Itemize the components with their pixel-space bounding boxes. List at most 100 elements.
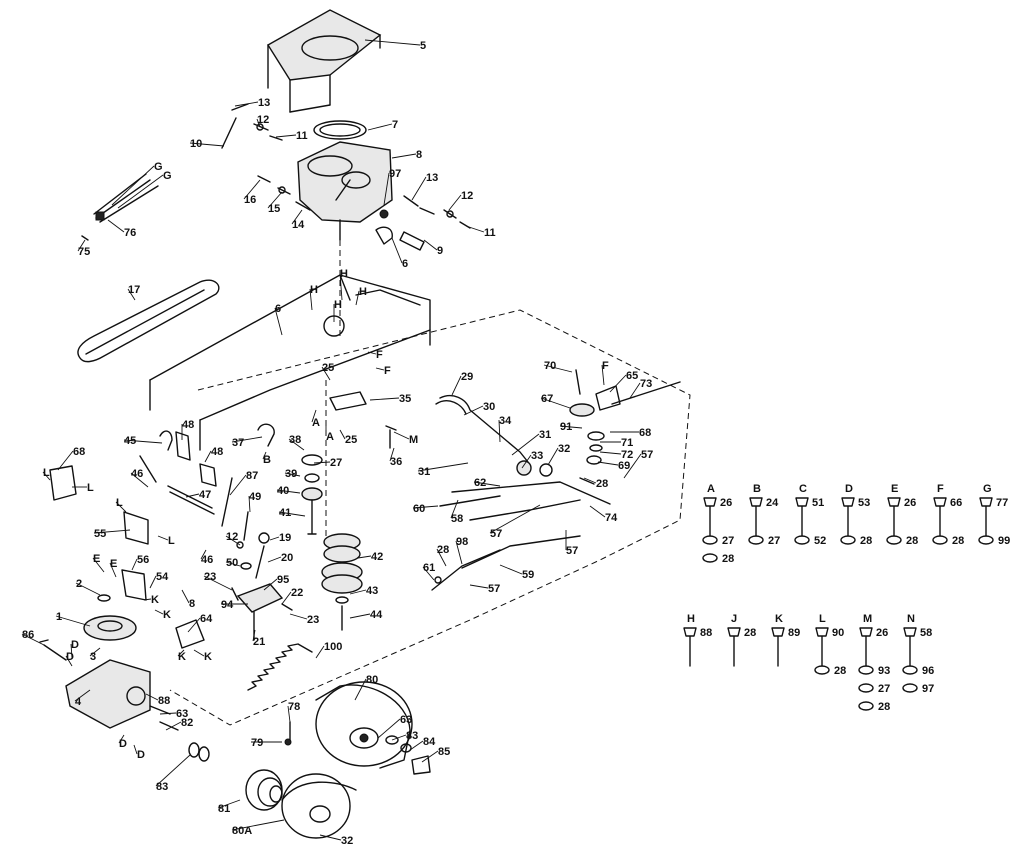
callout-1: 1 xyxy=(55,611,91,627)
hardware-letter: J xyxy=(731,613,737,625)
callout-8: 8 xyxy=(181,589,195,610)
leader-line xyxy=(367,351,377,355)
hardware-part-number: 27 xyxy=(768,535,780,547)
callout-number: 76 xyxy=(124,227,136,239)
bolt-icon xyxy=(841,497,855,537)
callout-83: 83 xyxy=(155,754,191,793)
hardware-letter: L xyxy=(819,613,826,625)
callout-number: 29 xyxy=(461,371,473,383)
callout-number: 74 xyxy=(605,512,618,524)
hardware-part-number: 28 xyxy=(860,535,872,547)
washer-icon xyxy=(702,553,718,563)
hardware-letter: M xyxy=(863,613,872,625)
callout-21: 21 xyxy=(252,629,265,648)
leader-line xyxy=(393,431,410,440)
throttle-linkage-left xyxy=(221,103,311,211)
callout-number: 12 xyxy=(257,114,269,126)
callout-number: K xyxy=(178,651,186,663)
callout-67: 67 xyxy=(540,393,571,409)
leader-line xyxy=(391,237,403,264)
callout-48: 48 xyxy=(181,419,194,440)
callout-45: 45 xyxy=(123,435,163,447)
callout-number: H xyxy=(340,268,348,280)
callout-number: 85 xyxy=(438,746,450,758)
leader-line xyxy=(287,705,291,723)
callout-number: 31 xyxy=(418,466,430,478)
callout-54: 54 xyxy=(149,571,169,589)
rear-wheel xyxy=(315,681,413,769)
washer-icon xyxy=(886,535,902,545)
leader-line xyxy=(423,239,438,251)
bolt-icon xyxy=(933,497,947,537)
arm-35 xyxy=(329,391,367,411)
callout-number: L xyxy=(43,467,50,479)
callout-46: 46 xyxy=(130,468,149,488)
leader-line xyxy=(411,176,427,201)
callout-13: 13 xyxy=(234,97,270,109)
callout-G: G xyxy=(117,170,172,209)
callout-47: 47 xyxy=(185,489,211,501)
leader-line xyxy=(75,582,101,596)
callout-72: 72 xyxy=(599,449,633,461)
callout-number: 57 xyxy=(490,528,502,540)
wheel-hardware-right xyxy=(385,735,431,775)
leader-line xyxy=(465,225,485,233)
leader-line xyxy=(185,493,200,498)
callout-E: E xyxy=(109,558,117,578)
washer-icon xyxy=(902,665,918,675)
leader-line xyxy=(181,589,190,604)
leader-line xyxy=(93,529,131,534)
callout-number: 100 xyxy=(324,641,342,653)
callout-100: 100 xyxy=(315,641,342,659)
hardware-part-number: 99 xyxy=(998,535,1010,547)
bolt-78-79 xyxy=(284,721,292,746)
callout-number: G xyxy=(163,170,172,182)
callout-34: 34 xyxy=(498,415,512,443)
callout-number: H xyxy=(334,299,342,311)
leader-line xyxy=(315,645,325,659)
callout-20: 20 xyxy=(267,552,293,564)
leader-line xyxy=(597,461,619,466)
leader-line xyxy=(499,564,523,575)
leader-line xyxy=(159,712,177,715)
callout-number: 3 xyxy=(90,651,96,663)
callout-number: 48 xyxy=(182,419,194,431)
leader-line xyxy=(267,556,282,563)
callout-12: 12 xyxy=(256,114,269,128)
callout-number: 95 xyxy=(277,574,289,586)
leader-line xyxy=(145,693,159,701)
transmission xyxy=(39,594,205,731)
leader-line xyxy=(118,734,125,744)
leader-line xyxy=(540,397,571,409)
leader-line xyxy=(321,366,331,381)
callout-number: 8 xyxy=(416,149,422,161)
hardware-letter: C xyxy=(799,483,807,495)
leader-line xyxy=(111,165,155,206)
callout-number: 47 xyxy=(199,489,211,501)
callout-number: 5 xyxy=(420,40,426,52)
callout-6: 6 xyxy=(274,303,283,336)
callout-81: 81 xyxy=(217,799,241,815)
leader-line xyxy=(309,288,313,311)
callout-10: 10 xyxy=(189,138,225,150)
callout-number: 97 xyxy=(389,168,401,180)
callout-number: 78 xyxy=(288,701,300,713)
callout-number: A xyxy=(312,417,320,429)
callout-H: H xyxy=(339,268,348,301)
callout-number: 11 xyxy=(296,130,308,142)
callout-number: 6 xyxy=(402,258,408,270)
callout-71: 71 xyxy=(600,437,633,449)
callout-27: 27 xyxy=(313,457,342,469)
leader-line xyxy=(355,290,360,306)
callout-63: 63 xyxy=(159,708,188,720)
hardware-part-number: 93 xyxy=(878,665,890,677)
leader-line xyxy=(157,535,169,541)
callout-80: 80 xyxy=(354,674,378,701)
callout-number: D xyxy=(66,651,74,663)
callout-37: 37 xyxy=(231,436,263,449)
throttle-cable xyxy=(81,173,159,241)
hardware-part-number: 77 xyxy=(996,497,1008,509)
washer-icon xyxy=(858,683,874,693)
callout-number: 68 xyxy=(639,427,651,439)
callout-50: 50 xyxy=(225,557,241,569)
